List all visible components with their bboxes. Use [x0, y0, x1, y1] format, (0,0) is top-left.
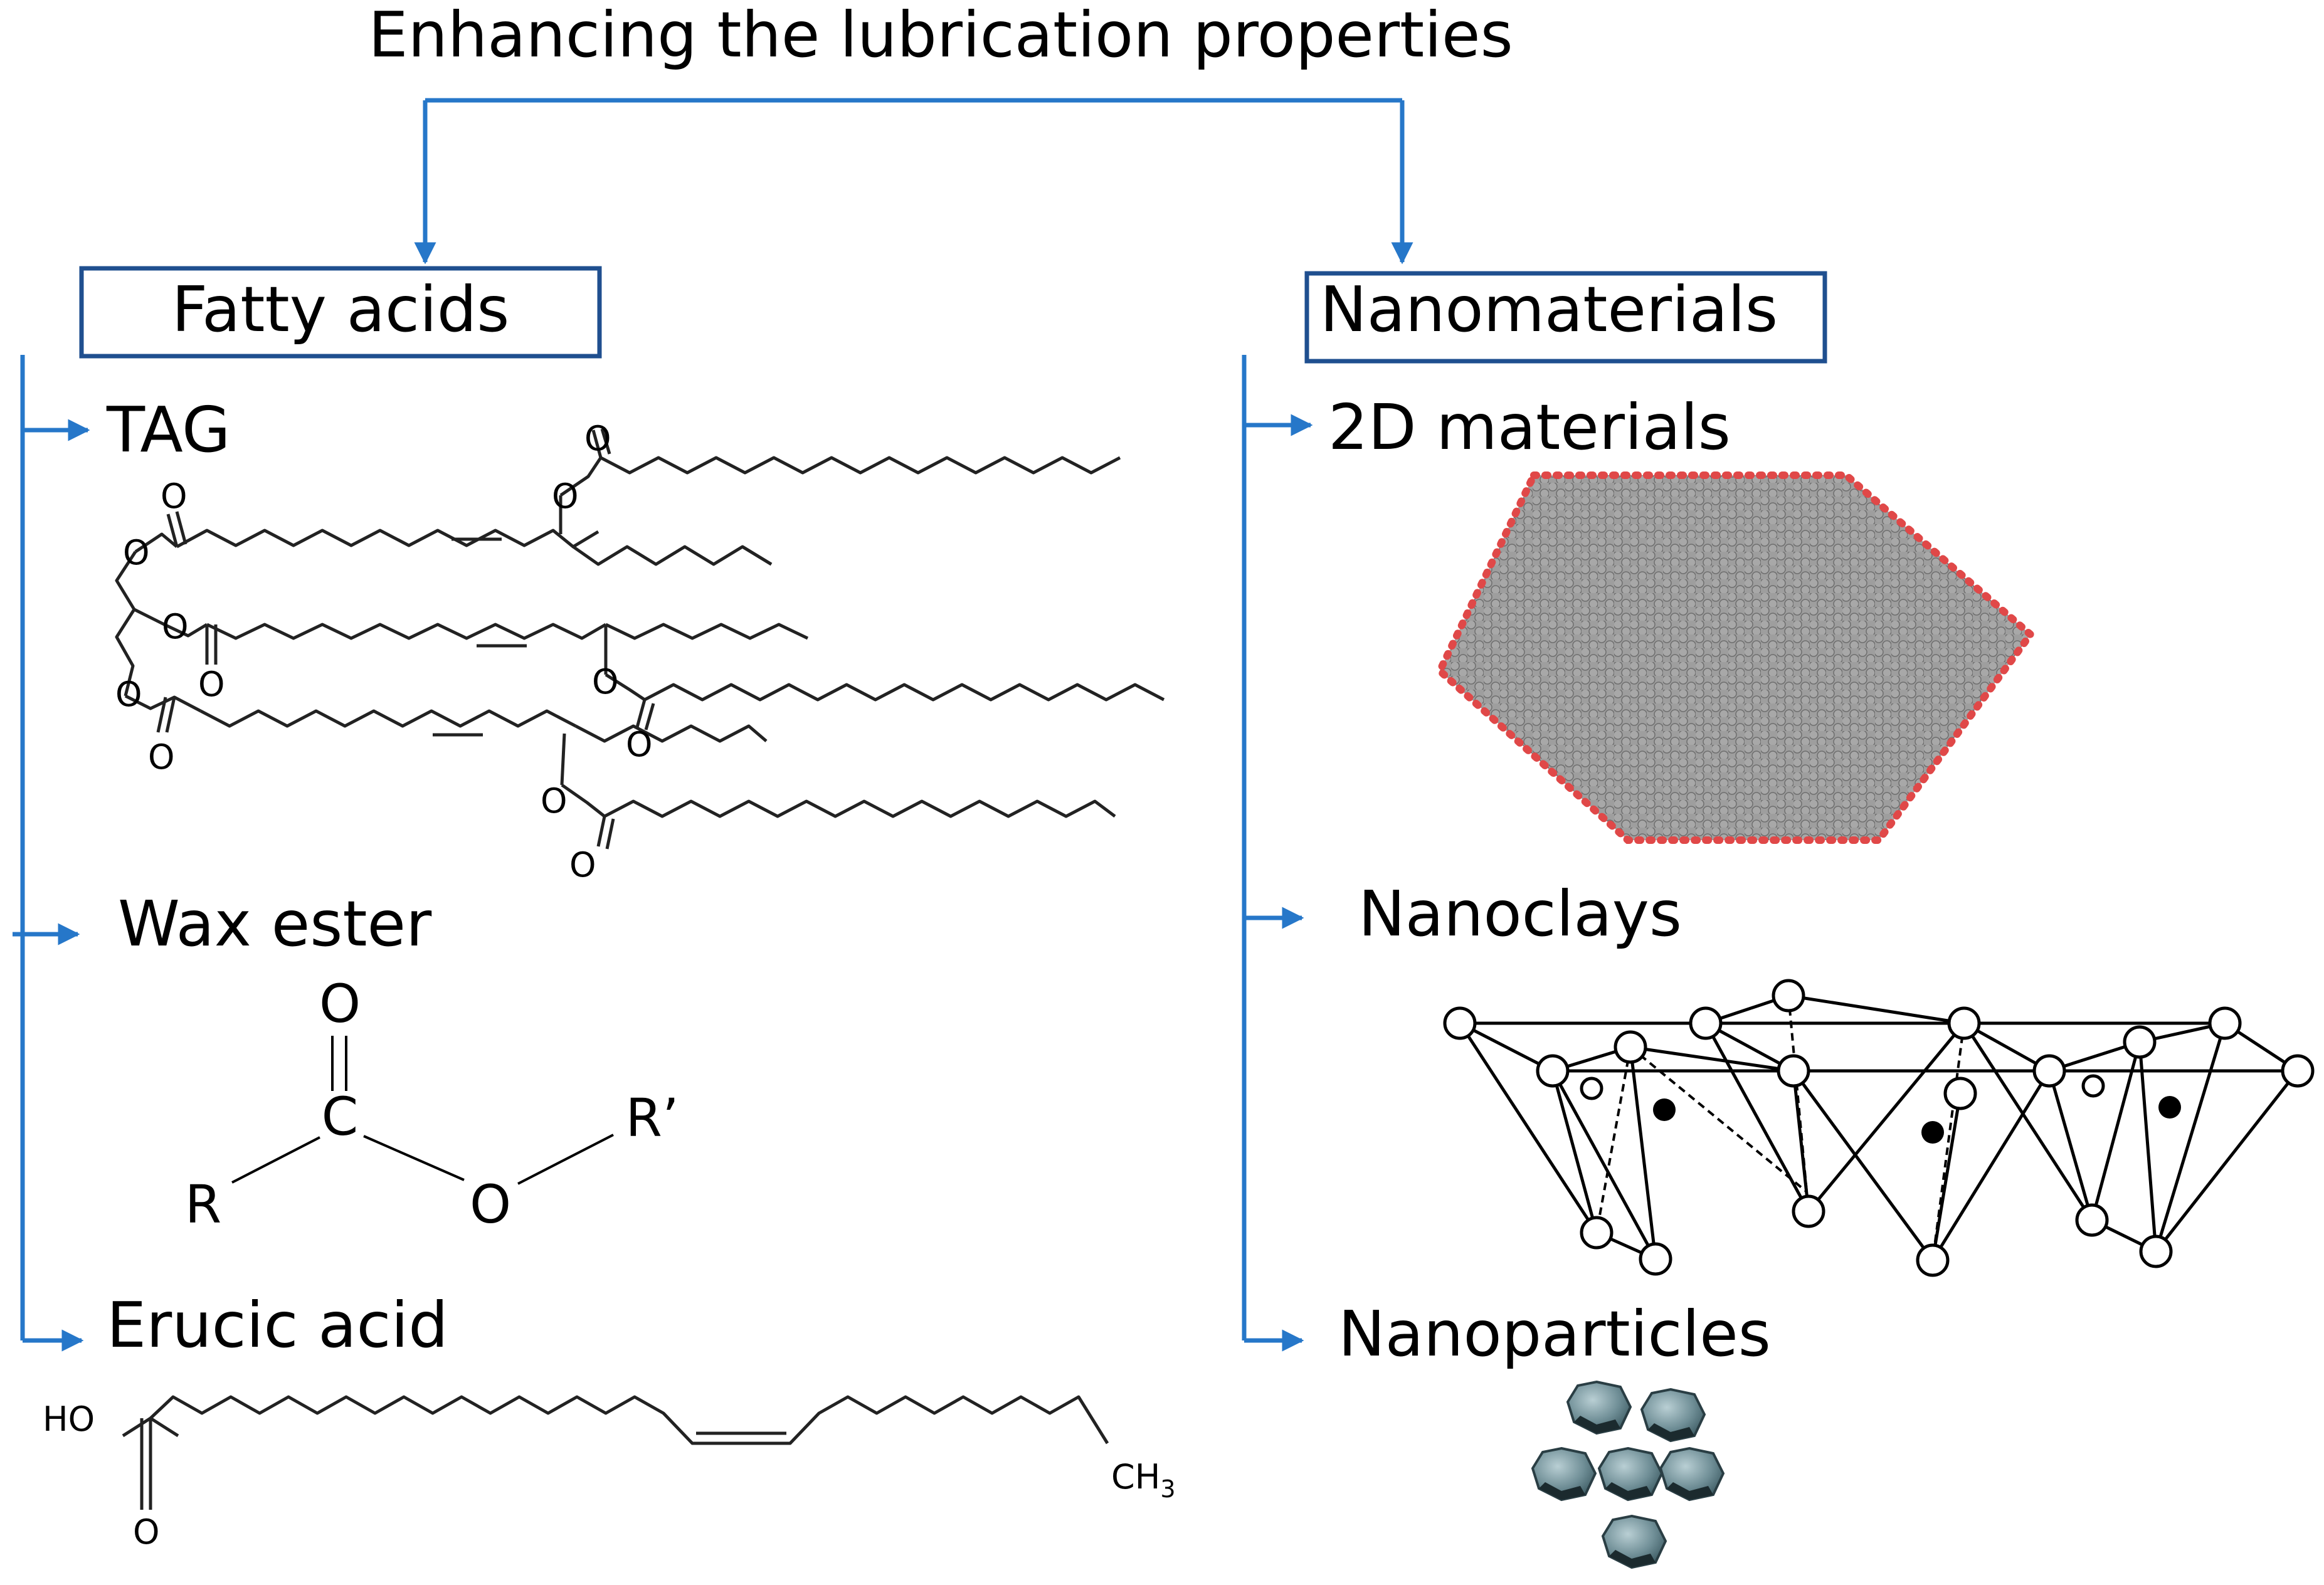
wax-ester-r-group: R [185, 1174, 221, 1235]
nanomaterials-label: Nanomaterials [1320, 273, 1778, 346]
top-connector [414, 98, 1413, 265]
tag-structure: O O O O O O O O O O O O [115, 419, 1165, 885]
wax-ester-r-prime-group: R’ [625, 1087, 679, 1149]
nanomaterials-box: Nanomaterials [1304, 271, 1827, 364]
nanomaterials-branches [1242, 355, 1313, 1352]
fatty-acids-box: Fatty acids [79, 266, 602, 359]
tag-label: TAG [106, 393, 230, 466]
tag-oxygen-label: O [569, 845, 596, 885]
fatty-acids-label: Fatty acids [172, 273, 510, 346]
wax-ester-carbonyl-oxygen: O [319, 973, 361, 1035]
tag-oxygen-label: O [552, 477, 579, 516]
wax-ester-ether-oxygen: O [470, 1174, 511, 1235]
tag-oxygen-label: O [148, 737, 175, 777]
erucic-acid-label: Erucic acid [107, 1288, 448, 1362]
erucic-hydroxyl-label: HO [43, 1399, 95, 1439]
diagram-title: Enhancing the lubrication properties [368, 0, 1513, 71]
tag-oxygen-label: O [584, 419, 611, 458]
nanoclays-label: Nanoclays [1358, 877, 1682, 950]
erucic-acid-structure: HO O CH3 [43, 1395, 1176, 1552]
tag-oxygen-label: O [115, 675, 142, 714]
2d-material-flake [1435, 471, 2036, 844]
tag-oxygen-label: O [162, 607, 189, 646]
tag-oxygen-label: O [592, 662, 619, 702]
erucic-methyl-label: CH3 [1111, 1457, 1176, 1503]
tag-oxygen-label: O [626, 725, 653, 764]
nanoparticles-label: Nanoparticles [1338, 1297, 1771, 1371]
erucic-carbonyl-oxygen: O [133, 1512, 160, 1552]
wax-ester-label: Wax ester [118, 887, 432, 961]
2d-materials-label: 2D materials [1328, 391, 1731, 464]
wax-ester-carbon: C [322, 1086, 359, 1147]
tag-oxygen-label: O [541, 781, 568, 821]
tag-oxygen-label: O [123, 533, 150, 572]
wax-ester-structure: O C R O R’ [185, 973, 679, 1235]
tag-oxygen-label: O [198, 665, 225, 704]
fatty-acids-branches [13, 355, 90, 1352]
nanoparticle-cluster [1531, 1380, 1725, 1569]
tag-oxygen-label: O [161, 477, 188, 516]
nanoclay-structure [1443, 979, 2315, 1277]
